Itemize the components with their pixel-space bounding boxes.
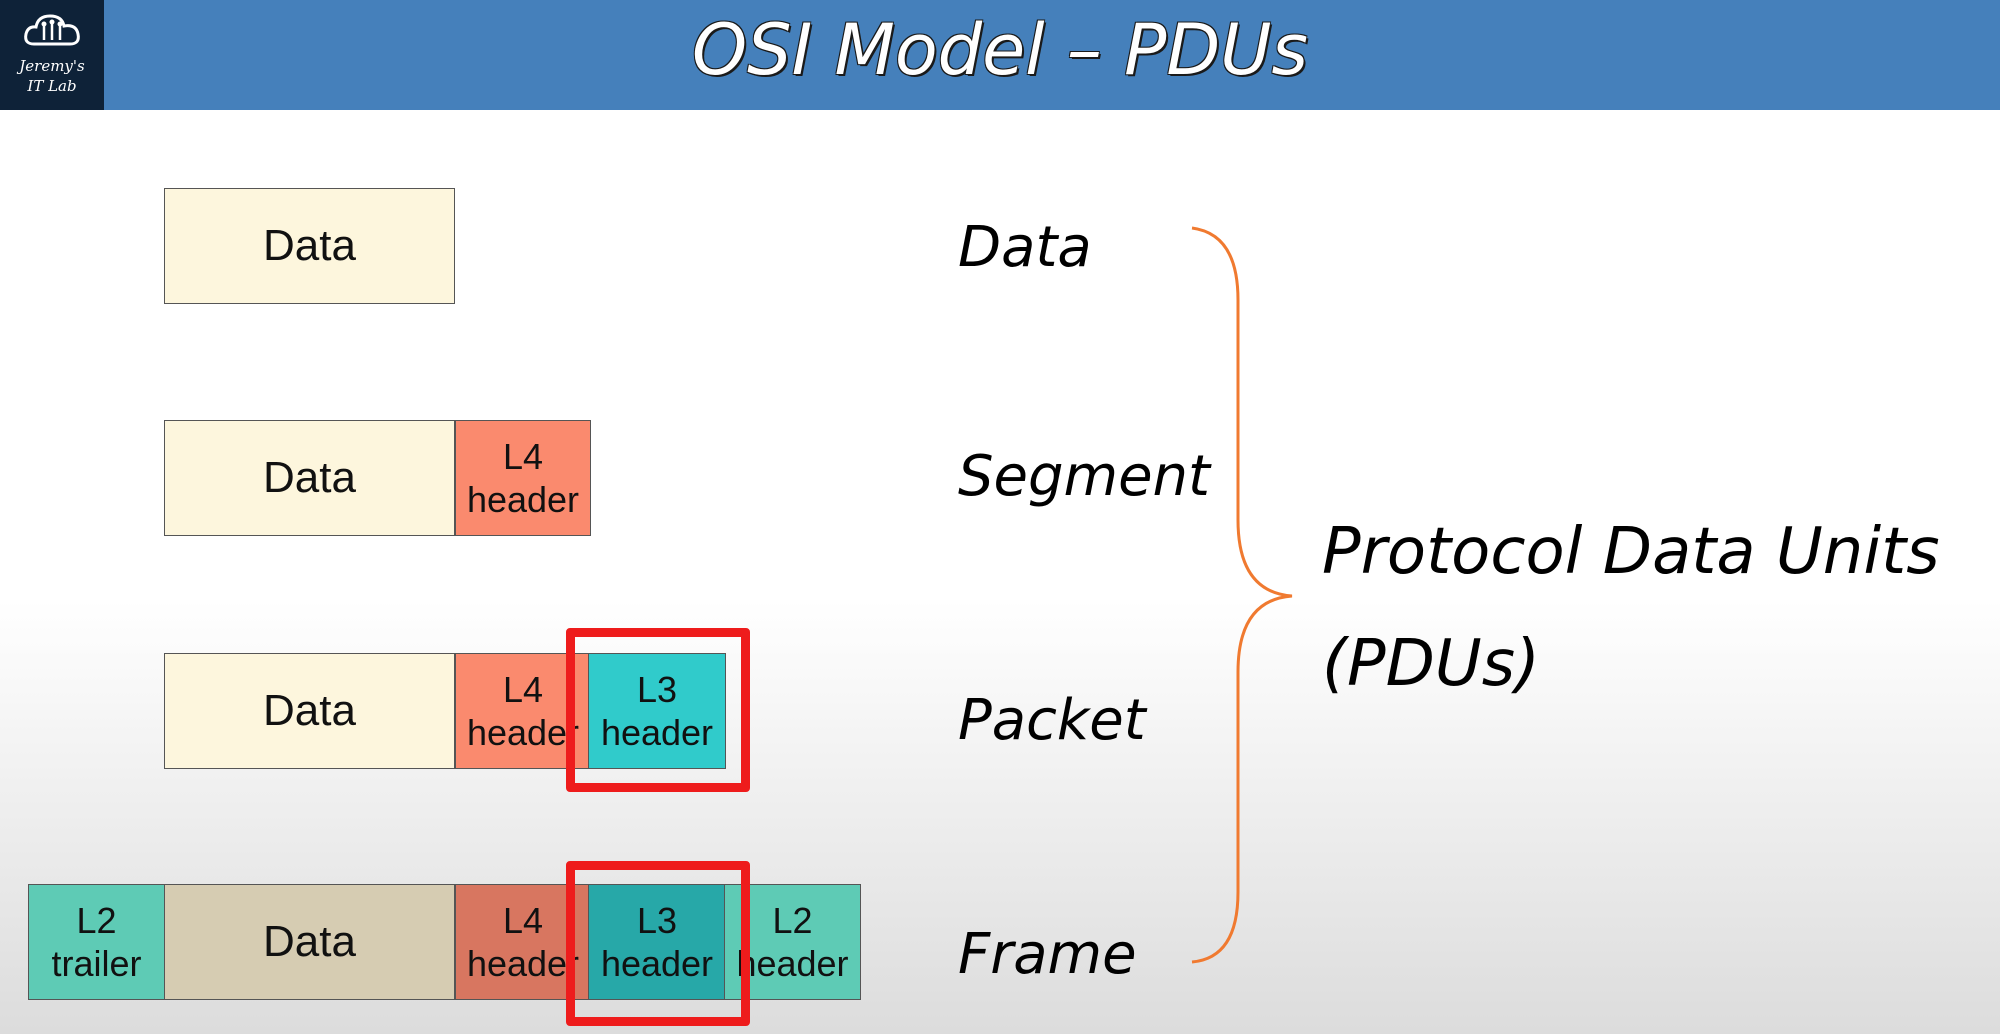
l3-line1: L3 <box>636 900 678 941</box>
data-box-label: Data <box>263 453 356 502</box>
pdu-label-packet: Packet <box>958 688 1146 753</box>
frame-row-l2-trailer: L2 trailer <box>28 884 165 1000</box>
frame-row-l3-header: L3 header <box>588 884 726 1000</box>
pdu-summary: Protocol Data Units (PDUs) <box>1322 496 1940 720</box>
l4-line1: L4 <box>502 436 544 477</box>
l4-line2: header <box>466 943 580 984</box>
l2-header-line2: header <box>736 943 849 984</box>
data-box-label: Data <box>263 686 356 735</box>
l4-line1: L4 <box>502 669 544 710</box>
l4-line2: header <box>466 712 580 753</box>
data-box-label: Data <box>263 221 356 270</box>
logo-line2: IT Lab <box>27 77 77 95</box>
logo-text: Jeremy's IT Lab <box>0 56 104 96</box>
data-box-label: Data <box>263 917 356 966</box>
l3-line1: L3 <box>636 669 678 710</box>
packet-row-l3-header: L3 header <box>588 653 726 769</box>
l4-line2: header <box>466 479 580 520</box>
title-bar <box>0 0 2000 110</box>
l3-line2: header <box>600 943 714 984</box>
logo-line1: Jeremy's <box>19 57 85 75</box>
pdu-label-frame: Frame <box>958 922 1137 987</box>
l2-header-line1: L2 <box>772 900 813 941</box>
l3-line2: header <box>600 712 714 753</box>
curly-brace <box>1191 226 1293 964</box>
segment-row-data-box: Data <box>164 420 455 536</box>
jeremys-it-lab-logo: Jeremy's IT Lab <box>0 0 104 110</box>
l2-trailer-line2: trailer <box>51 943 142 984</box>
frame-row-data-box: Data <box>164 884 455 1000</box>
page-title: OSI Model – PDUs <box>692 9 1308 91</box>
l4-line1: L4 <box>502 900 544 941</box>
pdu-label-segment: Segment <box>958 444 1210 509</box>
segment-row-l4-header: L4 header <box>455 420 591 536</box>
packet-l3-highlight <box>566 628 750 792</box>
l2-trailer-line1: L2 <box>76 900 117 941</box>
pdu-label-data: Data <box>958 215 1092 280</box>
packet-row-data-box: Data <box>164 653 455 769</box>
pdu-summary-line2: (PDUs) <box>1322 627 1540 701</box>
cloud-circuit-icon <box>24 14 80 46</box>
frame-l3-highlight <box>566 861 750 1026</box>
data-row-data-box: Data <box>164 188 455 304</box>
pdu-summary-line1: Protocol Data Units <box>1322 515 1940 589</box>
